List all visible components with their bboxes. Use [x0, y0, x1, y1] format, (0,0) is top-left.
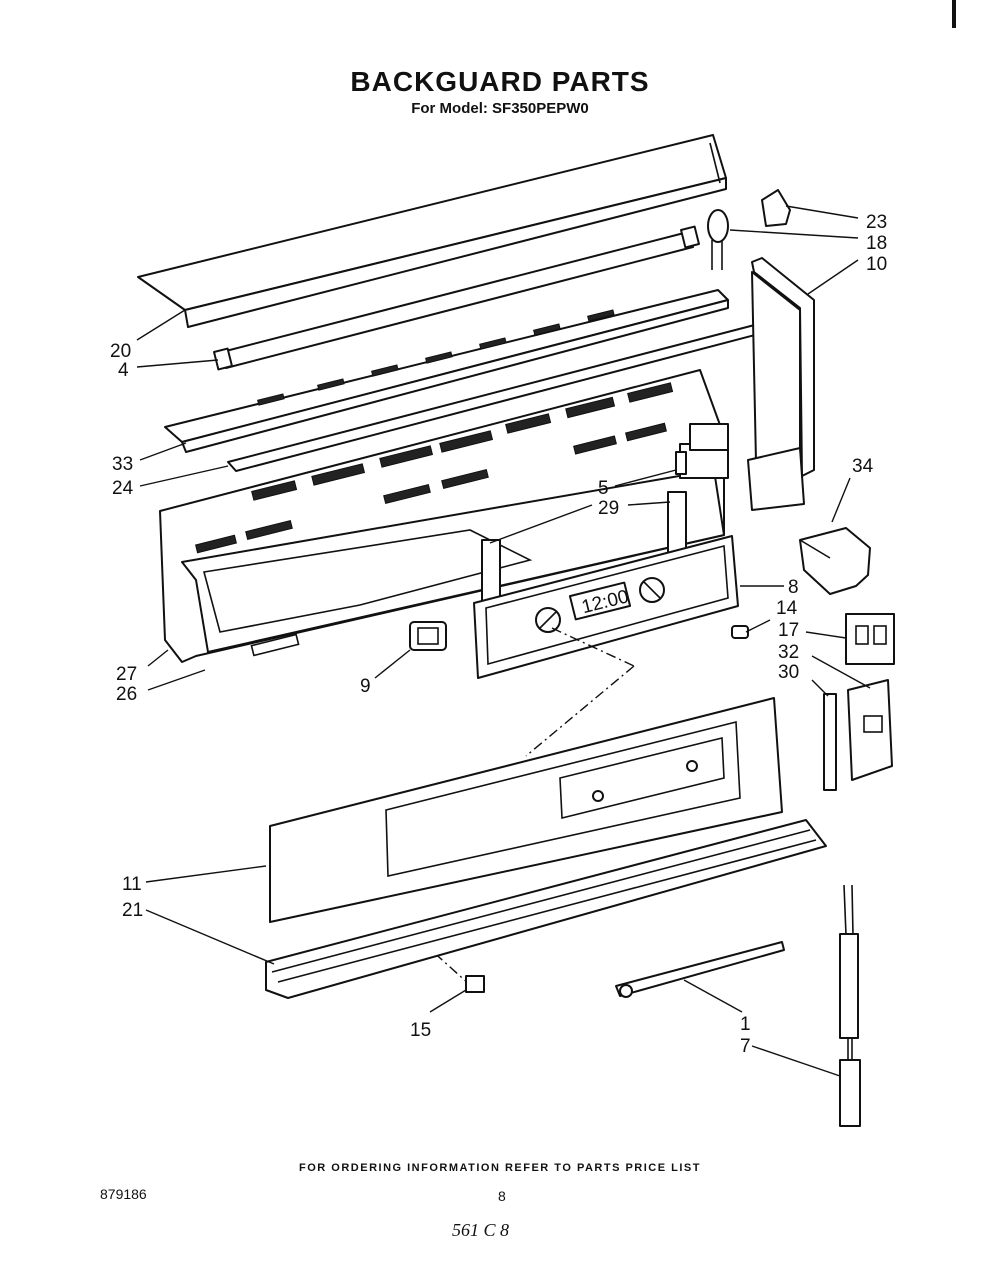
part-end-bracket [747, 257, 815, 511]
part-sensor-rod [615, 941, 785, 998]
callout-18: 18 [866, 233, 887, 254]
part-trim-strip [265, 819, 827, 999]
handwritten-note: 561 C 8 [452, 1220, 510, 1240]
part-top-cover [137, 134, 727, 328]
part-switch [675, 423, 729, 479]
callout-1: 1 [740, 1014, 751, 1035]
callout-9: 9 [360, 676, 371, 697]
part-terminal-block [845, 613, 895, 665]
callout-14: 14 [776, 598, 798, 619]
leader-lines [136, 205, 871, 1077]
callout-labels: 20 4 33 24 5 29 8 14 17 32 30 34 23 18 1… [110, 212, 887, 1057]
callout-21: 21 [122, 900, 143, 921]
alignment-lines [419, 627, 635, 986]
callout-20: 20 [110, 341, 131, 362]
callout-33: 33 [112, 454, 133, 475]
callout-29: 29 [598, 498, 619, 519]
part-connector [409, 621, 447, 651]
part-control-panel: 12:00 [473, 535, 739, 679]
document-number: 879186 [100, 1186, 147, 1202]
part-sensor-leads [839, 884, 861, 1127]
callout-30: 30 [778, 662, 799, 683]
part-harness-clip [823, 693, 837, 791]
part-mounting-brackets [481, 491, 687, 611]
callout-32: 32 [778, 642, 799, 663]
callout-23: 23 [866, 212, 887, 233]
callout-17: 17 [778, 620, 799, 641]
callout-5: 5 [598, 478, 609, 499]
callout-34: 34 [852, 456, 874, 477]
part-knob [731, 625, 749, 639]
page-number: 8 [498, 1188, 506, 1204]
part-lamp-bracket [164, 289, 729, 453]
part-backguard-panel [159, 369, 725, 663]
callout-24: 24 [112, 478, 134, 499]
callout-15: 15 [410, 1020, 431, 1041]
part-terminal-cover [799, 527, 871, 595]
part-junction-box [847, 679, 893, 781]
part-lamp-socket [707, 209, 729, 270]
callout-26: 26 [116, 684, 137, 705]
callout-27: 27 [116, 664, 137, 685]
part-backguard-glass [269, 697, 783, 923]
callout-8: 8 [788, 577, 799, 598]
model-subtitle: For Model: SF350PEPW0 [411, 100, 589, 117]
callout-10: 10 [866, 254, 887, 275]
page-title: BACKGUARD PARTS [350, 66, 650, 97]
callout-11: 11 [122, 874, 142, 895]
ordering-note: FOR ORDERING INFORMATION REFER TO PARTS … [299, 1162, 701, 1174]
callout-4: 4 [118, 360, 129, 381]
callout-7: 7 [740, 1036, 751, 1057]
edge-mark [952, 0, 956, 28]
part-clip [465, 975, 485, 993]
part-end-cap [761, 189, 791, 227]
